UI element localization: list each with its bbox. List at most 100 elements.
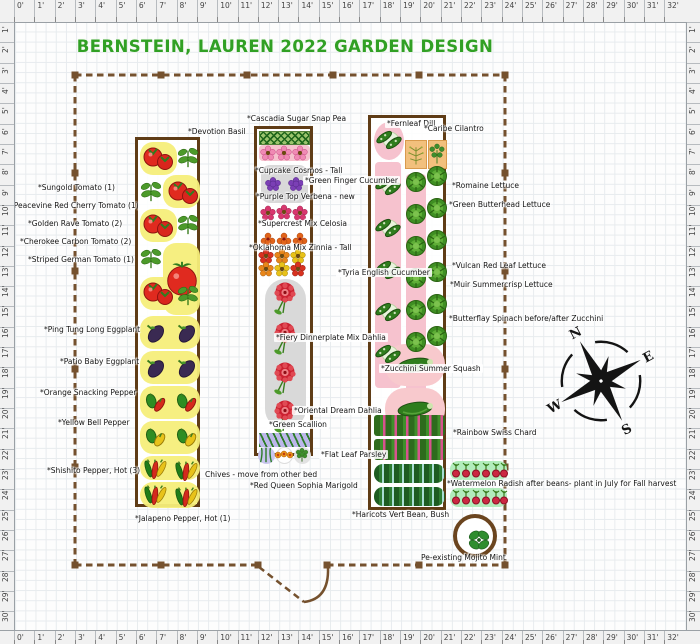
dill-icon[interactable] <box>405 142 428 167</box>
purple-cosmos-icon[interactable] <box>264 176 283 193</box>
radish-icon[interactable] <box>471 462 481 478</box>
radish-icon[interactable] <box>461 489 471 505</box>
plant-label[interactable]: *Jalapeno Pepper, Hot (1) <box>135 514 231 523</box>
radish-icon[interactable] <box>491 489 501 505</box>
seedling-icon[interactable] <box>139 246 163 270</box>
tomato-icon[interactable] <box>166 177 200 207</box>
plant-label[interactable]: *Tyria English Cucumber <box>336 268 432 277</box>
compass-rose[interactable]: N E S W <box>545 323 657 439</box>
plant-label[interactable]: *Green Scallion <box>267 420 329 429</box>
plant-label[interactable]: *Striped German Tomato (1) <box>28 255 134 264</box>
plant-label[interactable]: *Vulcan Red Leaf Lettuce <box>452 261 547 270</box>
red-dahlia-icon[interactable] <box>270 399 300 435</box>
plant-label[interactable]: *Yellow Bell Pepper <box>58 418 130 427</box>
radish-icon[interactable] <box>491 462 501 478</box>
plant-label[interactable]: *Purple Top Verbena - new <box>256 192 355 201</box>
flower-herb-bed[interactable] <box>254 126 313 464</box>
eggplant-icon[interactable] <box>141 320 169 347</box>
radish-icon[interactable] <box>481 462 491 478</box>
red-zinnia-icon[interactable] <box>290 261 307 277</box>
celosia-flower-icon[interactable] <box>275 231 293 247</box>
green-yellow-pepper-icon[interactable] <box>141 425 169 450</box>
marigold-icon[interactable] <box>274 449 294 461</box>
plant-label[interactable]: Chives - move from other bed <box>205 470 318 479</box>
plant-label[interactable]: *Oriental Dream Dahlia <box>292 406 384 415</box>
eggplant-icon[interactable] <box>141 355 169 382</box>
radish-strip-bottom[interactable] <box>450 488 509 507</box>
yellow-zinnia-icon[interactable] <box>290 248 307 264</box>
red-dahlia-icon[interactable] <box>270 361 300 397</box>
radish-icon[interactable] <box>499 462 509 478</box>
plant-label[interactable]: *Flat Leaf Parsley <box>319 450 389 459</box>
tomato-icon[interactable] <box>141 143 175 173</box>
plant-label[interactable]: *Green Butterhead Lettuce <box>449 200 551 209</box>
green-red-pepper-icon[interactable] <box>141 390 169 415</box>
plant-label[interactable]: *Romaine Lettuce <box>452 181 519 190</box>
plant-label[interactable]: *Ping Tung Long Eggplant <box>44 325 141 334</box>
orange-zinnia-icon[interactable] <box>258 261 275 277</box>
chili-cluster-icon[interactable] <box>140 481 168 508</box>
pink-flower-icon[interactable] <box>276 145 293 161</box>
plant-label[interactable]: *Cascadia Sugar Snap Pea <box>247 114 347 123</box>
lettuce-head-icon[interactable] <box>405 171 427 193</box>
plant-label[interactable]: *Sungold Tomato (1) <box>38 183 115 192</box>
verbena-flower-icon[interactable] <box>276 204 293 220</box>
plant-label[interactable]: *Watermelon Radish after beans- plant in… <box>447 479 677 488</box>
pink-flower-icon[interactable] <box>292 145 309 161</box>
radish-icon[interactable] <box>499 489 509 505</box>
lettuce-head-icon[interactable] <box>426 293 448 315</box>
plant-label[interactable]: *Green Finger Cucumber <box>303 176 400 185</box>
plant-label[interactable]: *Rainbow Swiss Chard <box>453 428 537 437</box>
radish-icon[interactable] <box>471 489 481 505</box>
radish-strip-top[interactable] <box>450 461 509 480</box>
lettuce-head-icon[interactable] <box>426 229 448 251</box>
cilantro-icon[interactable] <box>427 143 448 166</box>
lettuce-head-icon[interactable] <box>426 197 448 219</box>
seedling-icon[interactable] <box>176 145 200 169</box>
cucumber-lettuce-squash-bean-bed[interactable] <box>368 115 448 510</box>
radish-icon[interactable] <box>461 462 471 478</box>
verbena-flower-icon[interactable] <box>292 205 309 221</box>
chili-cluster-icon[interactable] <box>171 483 199 510</box>
mint-planter[interactable] <box>453 514 497 558</box>
plant-label[interactable]: *Fiery Dinnerplate Mix Dahlia <box>274 333 388 342</box>
plant-label[interactable]: *Muir Summercrisp Lettuce <box>450 280 553 289</box>
plant-label[interactable]: *Butterflay Spinach before/after Zucchin… <box>449 314 604 323</box>
eggplant-icon[interactable] <box>172 355 200 382</box>
tomato-icon[interactable] <box>141 210 175 240</box>
cucumber-icon[interactable] <box>374 216 403 241</box>
seedling-icon[interactable] <box>176 212 200 236</box>
lettuce-head-icon[interactable] <box>405 331 427 353</box>
zucchini-icon[interactable] <box>395 398 435 420</box>
lettuce-head-icon[interactable] <box>426 165 448 187</box>
seedling-icon[interactable] <box>139 179 163 203</box>
radish-icon[interactable] <box>481 489 491 505</box>
plant-label[interactable]: *Haricots Vert Bean, Bush <box>352 510 450 519</box>
plant-label[interactable]: *Red Queen Sophia Marigold <box>250 481 358 490</box>
lettuce-head-icon[interactable] <box>405 203 427 225</box>
cucumber-icon[interactable] <box>375 128 404 153</box>
chili-cluster-icon[interactable] <box>171 457 199 484</box>
green-yellow-pepper-icon[interactable] <box>172 425 200 450</box>
celosia-flower-icon[interactable] <box>259 231 277 247</box>
plant-label[interactable]: *Oklahoma Mix Zinnia - Tall <box>249 243 352 252</box>
plant-label[interactable]: *Devotion Basil <box>188 127 246 136</box>
plant-label[interactable]: *Supercrest Mix Celosia <box>258 219 347 228</box>
lettuce-head-icon[interactable] <box>405 299 427 321</box>
parsley-icon[interactable] <box>294 447 311 464</box>
green-red-pepper-icon[interactable] <box>172 390 200 415</box>
lettuce-head-icon[interactable] <box>426 325 448 347</box>
cucumber-icon[interactable] <box>374 300 403 325</box>
plant-label[interactable]: Pe-existing Mojito Mint <box>421 553 506 562</box>
purple-cosmos-icon[interactable] <box>287 176 306 193</box>
scallion-icon[interactable] <box>257 446 275 464</box>
radish-icon[interactable] <box>451 489 461 505</box>
chili-cluster-icon[interactable] <box>140 455 168 482</box>
plant-label[interactable]: *Patio Baby Eggplant <box>60 357 140 366</box>
lettuce-head-icon[interactable] <box>405 235 427 257</box>
eggplant-icon[interactable] <box>172 320 200 347</box>
seedling-icon[interactable] <box>176 283 200 307</box>
tomato-icon[interactable] <box>141 278 175 308</box>
radish-icon[interactable] <box>451 462 461 478</box>
plant-label[interactable]: *Shishito Pepper, Hot (3) <box>47 466 141 475</box>
